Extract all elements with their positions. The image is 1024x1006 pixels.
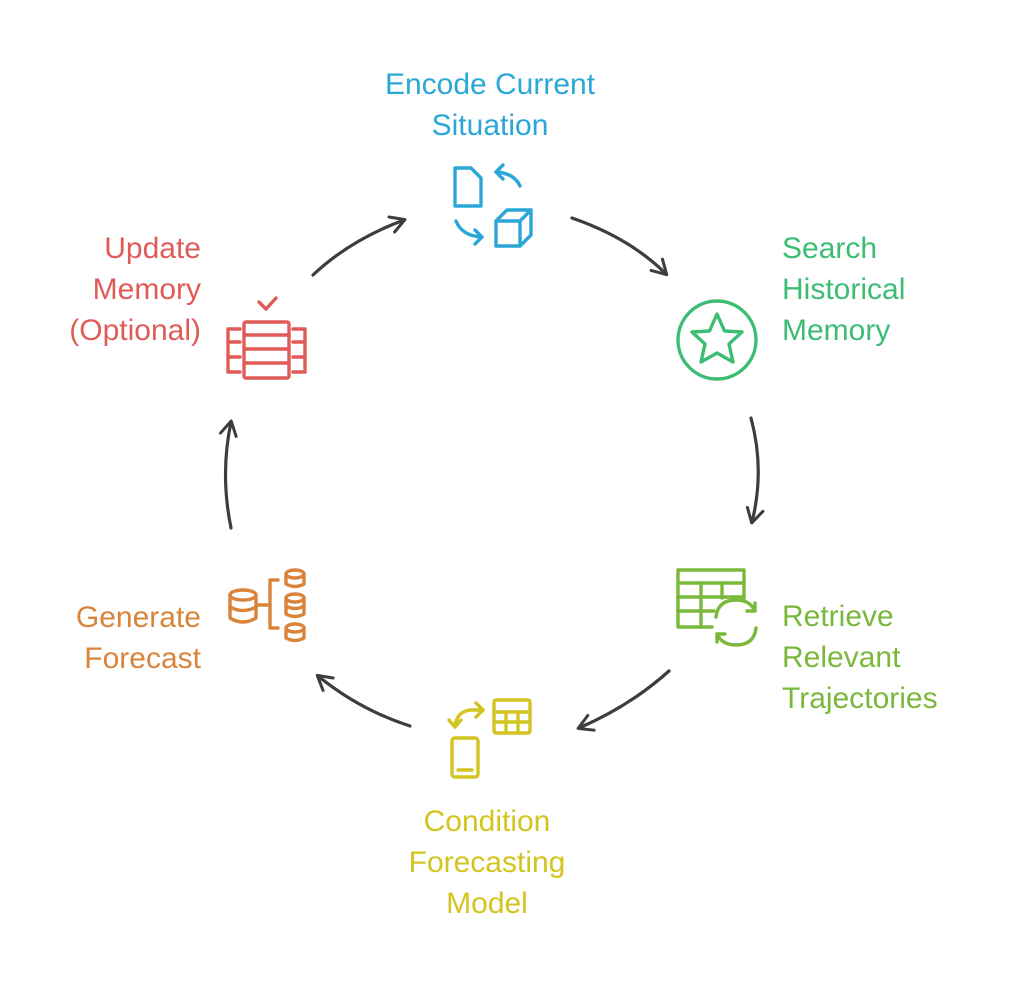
cycle-arrows bbox=[218, 215, 765, 732]
step-label-retrieve: Retrieve Relevant Trajectories bbox=[782, 596, 1017, 719]
step-label-line: Retrieve bbox=[782, 600, 894, 633]
arrow-condition-to-generate bbox=[315, 673, 412, 728]
step-label-search: Search Historical Memory bbox=[782, 228, 1012, 351]
database-stack-icon bbox=[228, 568, 306, 643]
step-label-line: Update bbox=[104, 232, 201, 265]
step-label-line: (Optional) bbox=[69, 314, 201, 347]
step-label-line: Forecasting bbox=[408, 846, 566, 879]
step-label-line: Situation bbox=[431, 109, 549, 142]
arrow-generate-to-update bbox=[218, 419, 238, 530]
step-label-line: Condition bbox=[423, 805, 551, 838]
table-refresh-icon bbox=[676, 568, 758, 647]
star-badge-icon bbox=[676, 299, 758, 381]
step-label-line: Memory bbox=[782, 314, 891, 347]
step-label-line: Search bbox=[782, 232, 878, 265]
step-label-line: Memory bbox=[92, 273, 201, 306]
arrow-search-to-retrieve bbox=[745, 416, 765, 525]
step-label-generate: Generate Forecast bbox=[0, 597, 201, 679]
checked-table-icon bbox=[226, 296, 307, 380]
device-table-exchange-icon bbox=[447, 698, 532, 779]
arrow-encode-to-search bbox=[570, 216, 669, 277]
step-label-encode: Encode Current Situation bbox=[340, 64, 640, 146]
step-label-condition: Condition Forecasting Model bbox=[337, 801, 637, 924]
step-label-update: Update Memory (Optional) bbox=[0, 228, 201, 351]
step-label-line: Forecast bbox=[84, 642, 201, 675]
document-cube-exchange-icon bbox=[453, 163, 533, 248]
step-label-line: Relevant bbox=[782, 641, 901, 674]
arrow-update-to-encode bbox=[311, 215, 407, 277]
arrow-retrieve-to-condition bbox=[576, 669, 671, 732]
step-label-line: Model bbox=[446, 887, 528, 920]
step-label-line: Historical bbox=[782, 273, 906, 306]
step-label-line: Trajectories bbox=[782, 682, 938, 715]
step-label-line: Encode Current bbox=[384, 68, 596, 101]
step-label-line: Generate bbox=[75, 601, 201, 634]
